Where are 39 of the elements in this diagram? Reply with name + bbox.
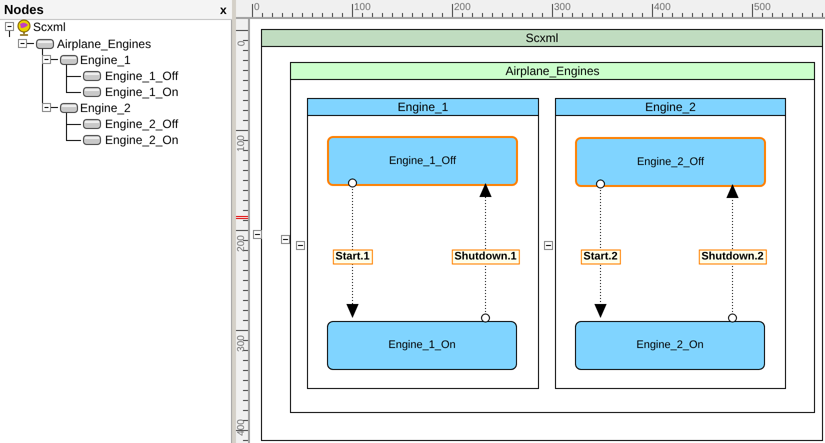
compound-state xyxy=(555,98,786,389)
tree-item-label: Engine_2_On xyxy=(105,133,178,147)
state-header: Scxml xyxy=(262,30,822,47)
state-header: Engine_2 xyxy=(556,99,785,116)
ruler-number: 0 xyxy=(254,2,260,13)
tree-item-label: Airplane_Engines xyxy=(57,37,152,51)
tree-item-label: Engine_1_On xyxy=(105,85,178,99)
tree-item-label: Engine_1 xyxy=(80,53,131,67)
state-header: Engine_1 xyxy=(308,99,538,116)
transition-arrow xyxy=(479,182,492,322)
ruler-number: 200 xyxy=(454,2,471,13)
ruler-number: 0 xyxy=(236,40,247,48)
ruler-number: 500 xyxy=(754,2,771,13)
tree-item-label: Engine_2 xyxy=(80,101,131,115)
ruler-number: 400 xyxy=(654,2,671,13)
state-box: Engine_2_Off xyxy=(575,137,766,187)
transition-arrow xyxy=(594,180,607,318)
state-box: Engine_1_Off xyxy=(327,136,518,186)
edge-label: Start.2 xyxy=(580,250,621,264)
ruler-number: 100 xyxy=(236,134,247,149)
ruler-number: 200 xyxy=(236,234,247,249)
state-header: Airplane_Engines xyxy=(291,63,814,80)
close-button: x xyxy=(218,2,229,18)
compound-state xyxy=(290,62,815,413)
transition-arrow xyxy=(346,178,359,318)
compound-state xyxy=(307,98,539,389)
transition-arrow xyxy=(726,184,739,322)
edge-label: Start.1 xyxy=(332,249,373,264)
state-box: Engine_2_On xyxy=(575,321,765,370)
edge-label: Shutdown.1 xyxy=(451,249,520,264)
state-box: Engine_1_On xyxy=(327,321,517,370)
ruler-number: 100 xyxy=(354,2,371,13)
tree-item-label: Engine_1_Off xyxy=(105,69,178,83)
tree-item-label: Scxml xyxy=(33,20,66,34)
edge-label: Shutdown.2 xyxy=(698,250,767,264)
ruler-number: 300 xyxy=(236,334,247,349)
tree-item-label: Engine_2_Off xyxy=(105,117,178,131)
panel-title: Nodes xyxy=(4,2,44,18)
ruler-number: 300 xyxy=(554,2,571,13)
